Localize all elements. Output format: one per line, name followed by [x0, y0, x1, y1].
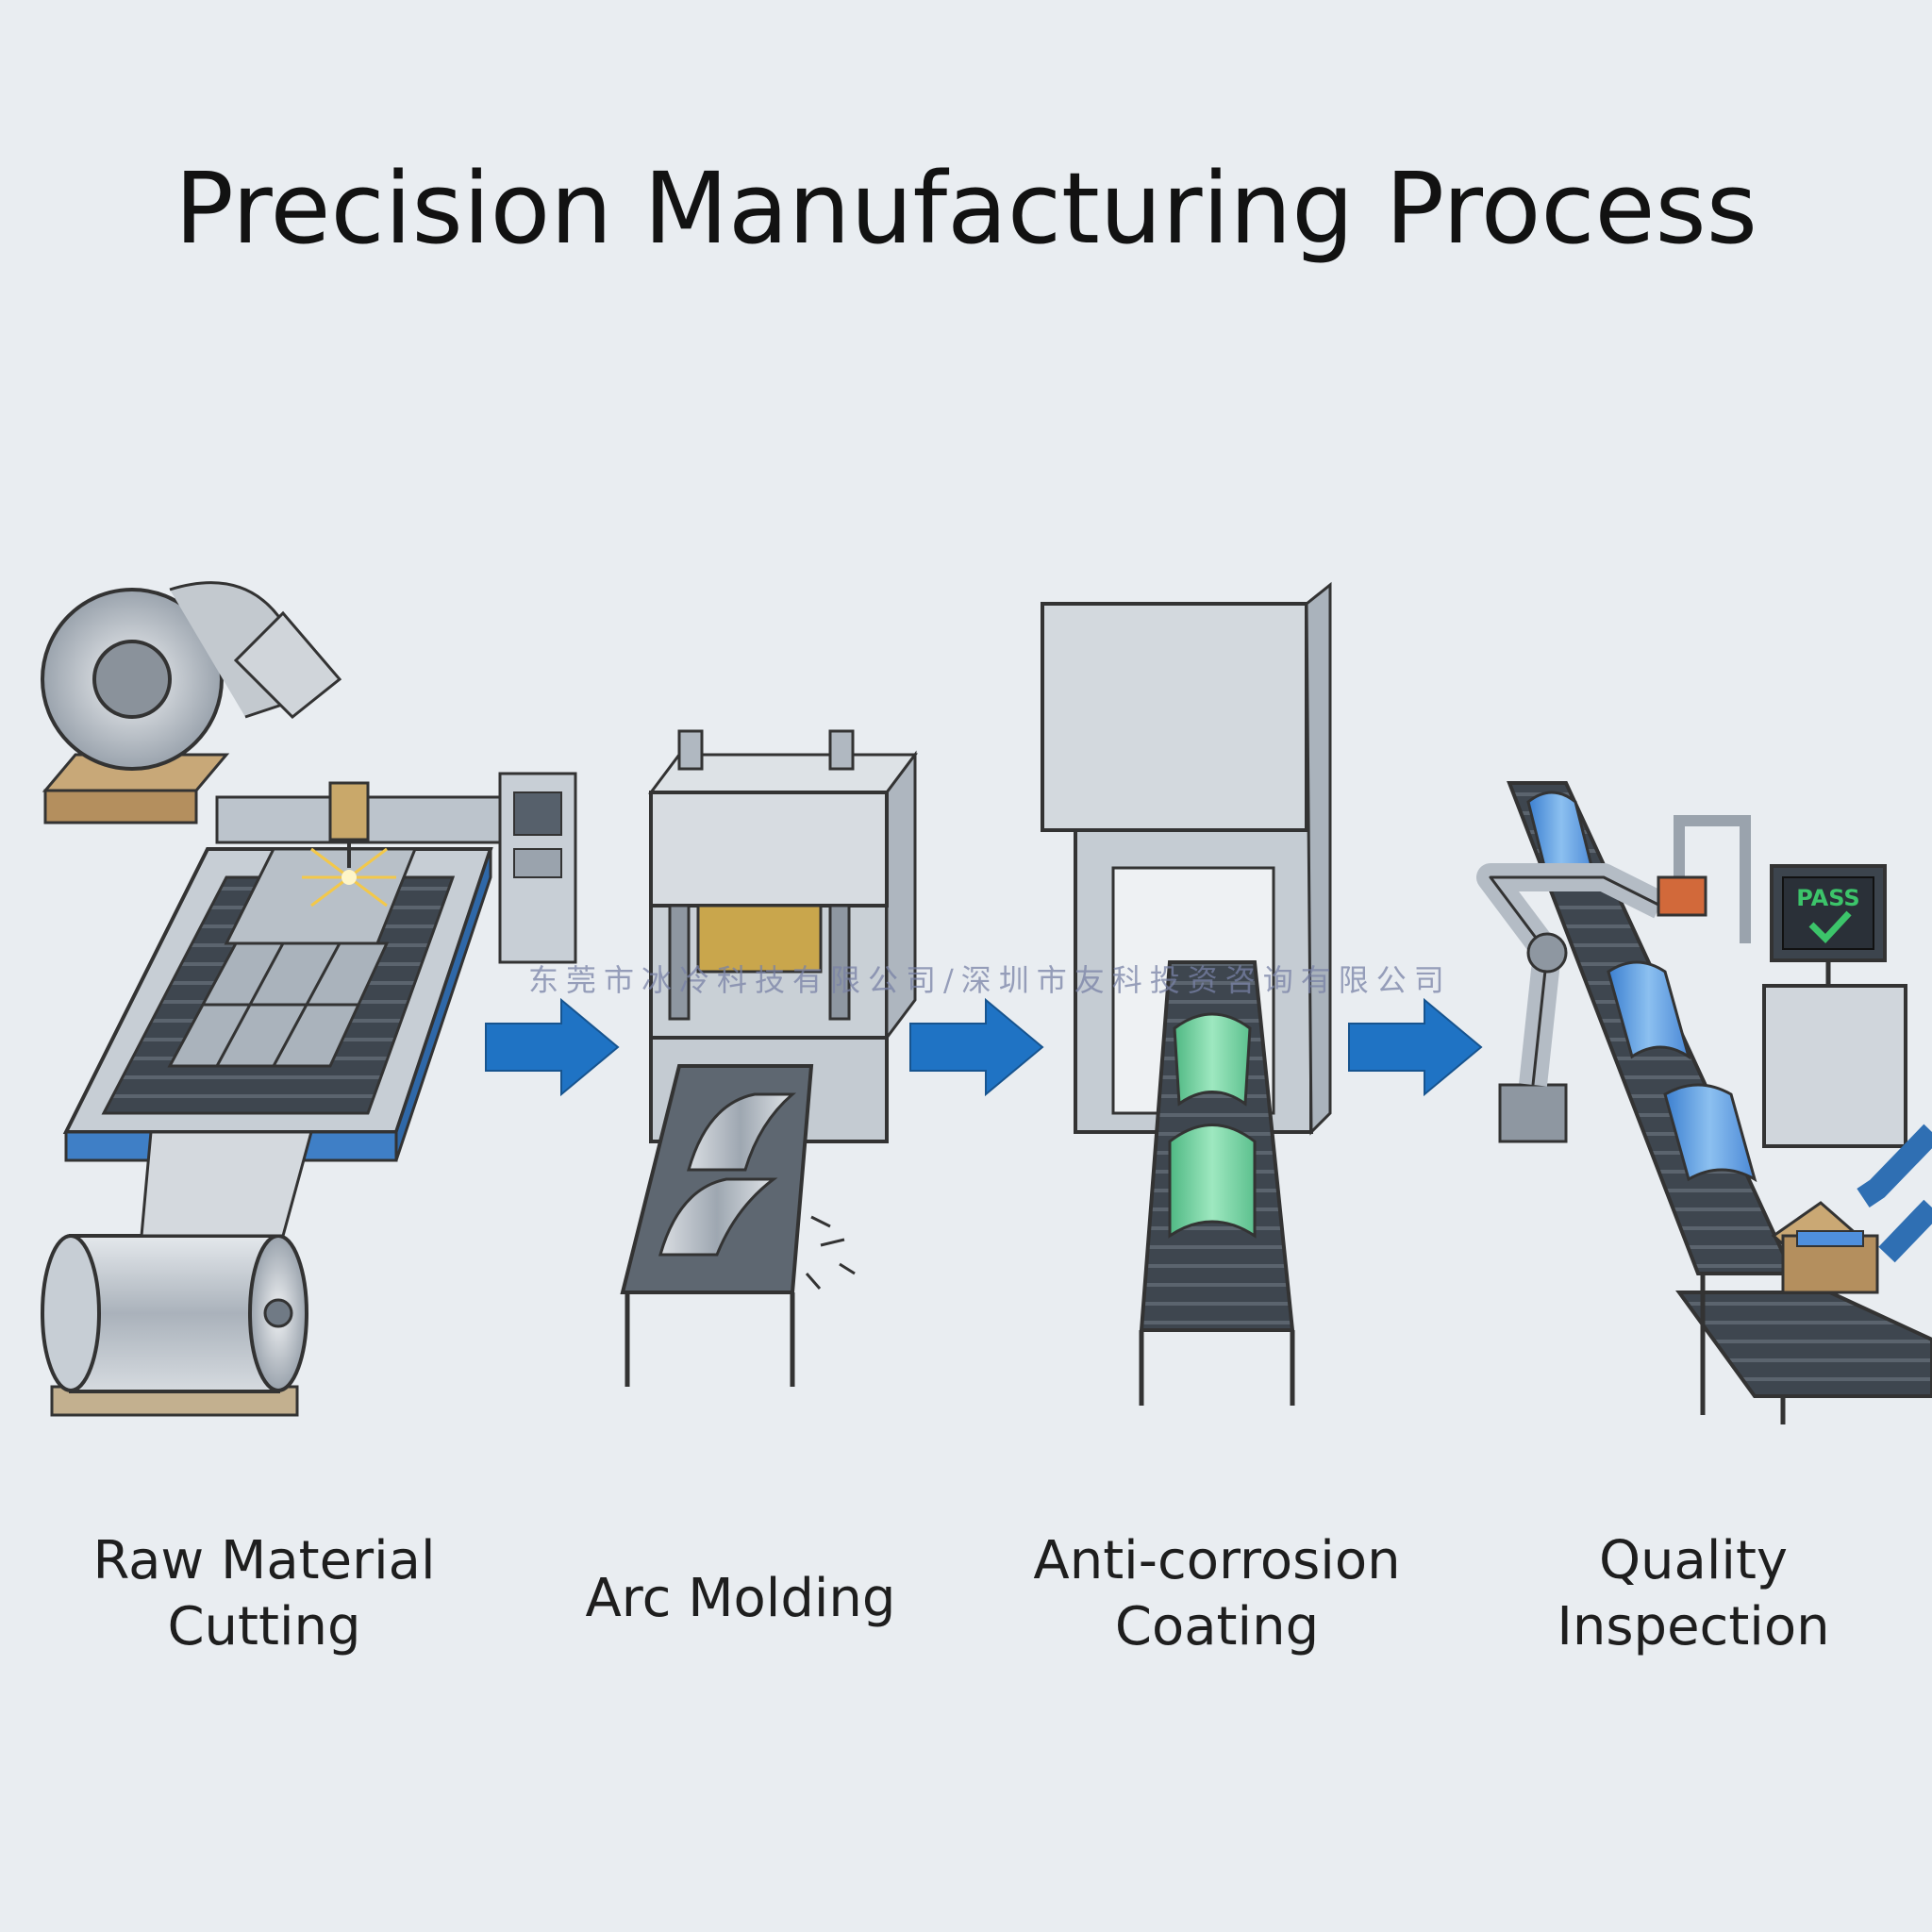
step-label-anti-corrosion-coating: Anti-corrosion Coating	[1000, 1528, 1434, 1660]
step-label-line1: Raw Material	[92, 1530, 436, 1591]
step-label-arc-molding: Arc Molding	[528, 1566, 953, 1632]
flow-arrow-3	[1348, 997, 1483, 1097]
step-label-quality-inspection: Quality Inspection	[1491, 1528, 1896, 1660]
checkmark-icon	[1808, 910, 1852, 944]
pass-display-text: PASS	[1796, 885, 1859, 911]
watermark-text: 东莞市冰冷科技有限公司/深圳市友科投资咨询有限公司	[528, 962, 1452, 998]
step-label-line2: Cutting	[167, 1596, 361, 1657]
step-label-line1: Anti-corrosion	[1033, 1530, 1401, 1591]
hydraulic-press-icon	[620, 729, 918, 1387]
diagram-title: Precision Manufacturing Process	[175, 151, 1757, 266]
flow-arrow-2	[909, 997, 1044, 1097]
step-label-line2: Coating	[1114, 1596, 1320, 1657]
step-label-raw-material-cutting: Raw Material Cutting	[57, 1528, 472, 1660]
inspection-conveyor-icon: PASS	[1476, 781, 1932, 1424]
coating-tunnel-icon	[1041, 581, 1332, 1406]
step-label-line1: Quality	[1598, 1530, 1789, 1591]
step-label-line2: Inspection	[1557, 1596, 1830, 1657]
step-label-line1: Arc Molding	[585, 1568, 896, 1629]
flow-arrow-1	[485, 997, 620, 1097]
laser-cutting-machine-icon	[41, 581, 577, 1417]
